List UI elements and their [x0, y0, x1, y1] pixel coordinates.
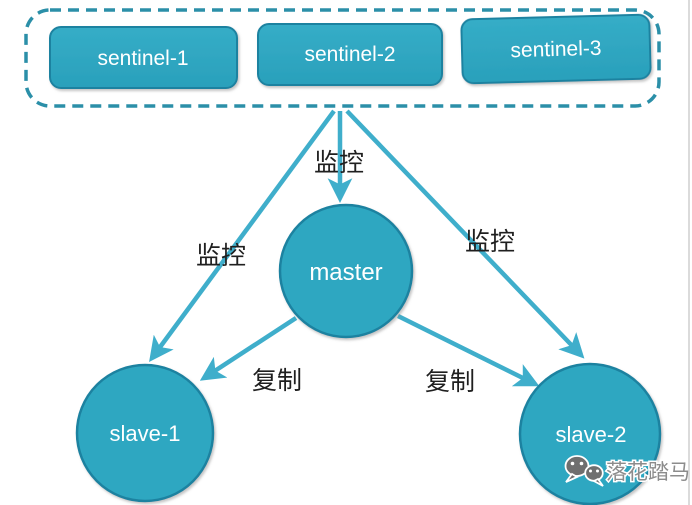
- slave1-label: slave-1: [110, 421, 181, 446]
- sentinel-group-border: [24, 8, 661, 108]
- slave2-label: slave-2: [556, 422, 627, 447]
- edge-labels: 监控 监控 监控 复制 复制: [196, 149, 515, 396]
- master-shape: [278, 203, 414, 339]
- sentinel-3-box: sentinel-3: [460, 13, 652, 85]
- slave2-shape: [518, 362, 662, 505]
- slave1-shape: [75, 363, 215, 503]
- sentinel-2-label: sentinel-2: [304, 43, 395, 66]
- edge-label-monitor-left: 监控: [196, 242, 246, 270]
- watermark: 落花踏马: [564, 455, 692, 487]
- edge-label-monitor-top: 监控: [314, 149, 364, 177]
- master-node: master: [278, 203, 414, 339]
- edge-replicate-master-to-slave2: [396, 313, 540, 387]
- sentinel-3-label: sentinel-3: [510, 37, 602, 62]
- watermark-text: 落花踏马: [606, 460, 690, 484]
- sentinel-1-box: sentinel-1: [49, 26, 238, 89]
- edge-label-replicate-left: 复制: [252, 367, 302, 395]
- edges: [149, 109, 585, 387]
- edge-monitor-sentinels-to-slave1: [149, 109, 336, 362]
- sentinel-group: sentinel-1 sentinel-2 sentinel-3: [49, 13, 652, 89]
- sentinel-1-shape: [49, 26, 238, 89]
- edge-replicate-master-to-slave1: [199, 316, 298, 381]
- sentinel-2-shape: [257, 23, 443, 86]
- slave1-node: slave-1: [75, 363, 215, 503]
- sentinel-1-label: sentinel-1: [97, 47, 188, 70]
- edge-label-replicate-right: 复制: [425, 368, 475, 396]
- sentinel-3-shape: [460, 13, 652, 85]
- wechat-icon: [564, 455, 604, 487]
- slave2-node: slave-2: [518, 362, 662, 505]
- master-label: master: [309, 259, 382, 286]
- edge-monitor-sentinels-to-slave2: [345, 109, 585, 359]
- sentinel-2-box: sentinel-2: [257, 23, 443, 86]
- nodes: master slave-1 slave-2: [75, 203, 662, 505]
- edge-label-monitor-right: 监控: [465, 228, 515, 256]
